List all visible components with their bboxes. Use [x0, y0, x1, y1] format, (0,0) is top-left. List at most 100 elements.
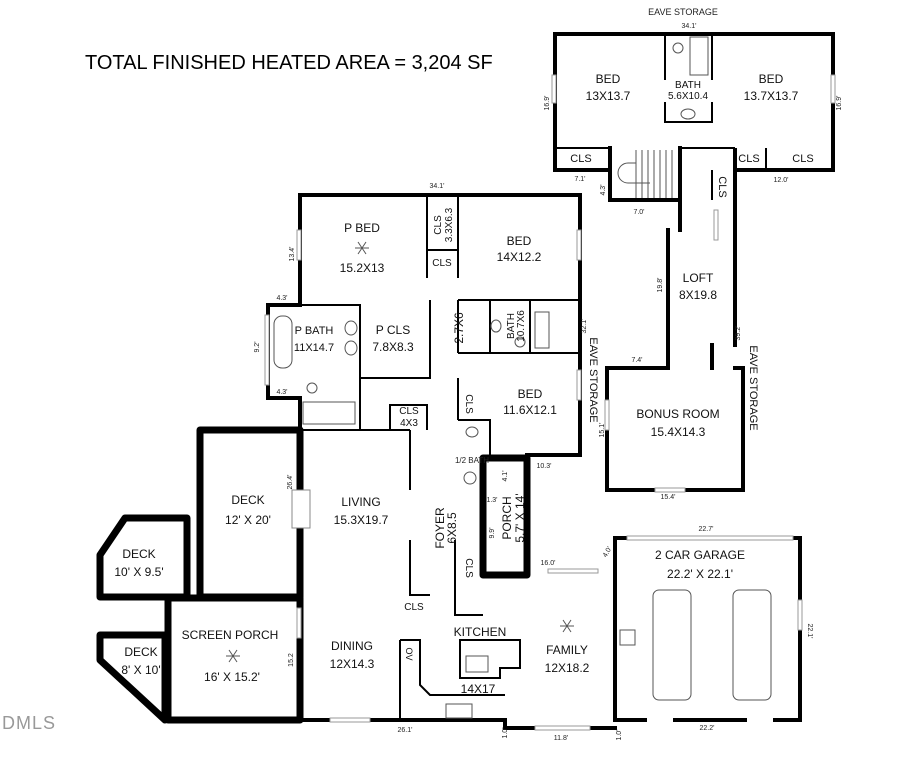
- room-dims: 10.7X6: [516, 310, 527, 342]
- room-name: P BATH: [295, 325, 334, 337]
- eave-storage-label: EAVE STORAGE: [587, 337, 599, 422]
- window: [713, 209, 719, 241]
- window: [551, 74, 557, 104]
- room-name: DINING: [331, 639, 373, 653]
- closet-label: CLS: [404, 602, 424, 613]
- dimension-label: 32.1': [581, 319, 588, 334]
- window: [604, 399, 610, 431]
- watermark: DMLS: [2, 713, 56, 733]
- dimension-label: 16.9': [836, 96, 843, 111]
- room-name: KITCHEN: [454, 625, 507, 639]
- room-name: 2 CAR GARAGE: [655, 548, 745, 562]
- dimension-label: 1.3': [486, 497, 497, 504]
- closet-dims: 3.3X6.3: [444, 207, 455, 242]
- shower: [302, 401, 356, 425]
- cooktop: [465, 655, 489, 673]
- dimension-label: 9.2': [254, 341, 261, 352]
- window: [654, 487, 686, 493]
- toilet: [672, 42, 684, 54]
- ceiling-fan-icon: [354, 241, 370, 255]
- room-name: LIVING: [341, 495, 380, 509]
- dimension-label: 4.3': [600, 184, 607, 195]
- room-dims: 11.6X12.1: [503, 403, 557, 417]
- dimension-label: 11.8': [554, 735, 568, 742]
- window: [576, 369, 582, 401]
- sink: [465, 426, 479, 438]
- room-name: FAMILY: [546, 643, 588, 657]
- dimension-label: 34.1': [682, 23, 697, 30]
- kitchen-sink: [445, 703, 473, 719]
- dimension-label: 15.4': [661, 494, 676, 501]
- dimension-label: 22.2': [700, 725, 715, 732]
- window: [797, 599, 803, 631]
- bathtub: [689, 36, 709, 76]
- sink: [680, 108, 696, 120]
- toilet: [306, 382, 318, 394]
- room-name: FOYER: [433, 507, 447, 549]
- dimension-label: 15.1': [599, 423, 606, 438]
- dimension-label: 13.4': [289, 247, 296, 262]
- dimension-label: 7.4': [631, 357, 642, 364]
- main-floor: 34.1' P BED 15.2X13 CLS 3.3X6.3 CLS BED …: [96, 183, 813, 742]
- room-name: BED: [596, 72, 621, 86]
- closet-label: CLS: [463, 558, 474, 578]
- room-dims: 15.2X13: [340, 261, 385, 275]
- toilet: [514, 336, 526, 348]
- room-name: LOFT: [683, 271, 714, 285]
- closet-label: CLS: [792, 153, 813, 165]
- front-porch: [479, 454, 531, 579]
- dimension-label: 39.2': [735, 326, 742, 341]
- room-dims: 5.7' X 14': [513, 493, 527, 542]
- room-name: DECK: [231, 493, 264, 507]
- dimension-label: 19.8': [657, 278, 664, 293]
- room-dims: 16' X 15.2': [204, 670, 260, 684]
- room-name: BONUS ROOM: [636, 407, 719, 421]
- room-name: BED: [518, 387, 543, 401]
- staircase: [617, 150, 673, 198]
- dimension-label: 4.3': [276, 389, 287, 396]
- room-name: DECK: [124, 645, 157, 659]
- fireplace: [291, 489, 311, 529]
- ceiling-fan-icon: [559, 619, 575, 633]
- room-name: SCREEN PORCH: [182, 628, 279, 642]
- dimension-label: 16.9': [544, 96, 551, 111]
- window: [576, 229, 582, 261]
- dimension-label: 7.0': [633, 209, 644, 216]
- room-name: PORCH: [500, 496, 514, 539]
- dimension-label: 22.1': [806, 624, 813, 639]
- ceiling-fan-icon: [225, 649, 241, 663]
- room-name: P CLS: [376, 323, 410, 337]
- room-dims: 13X13.7: [586, 89, 631, 103]
- window: [830, 74, 836, 104]
- car-icon: [732, 589, 772, 701]
- dimension-label: 16.0': [541, 560, 556, 567]
- garage-window: [626, 535, 794, 541]
- closet-label: CLS: [738, 153, 759, 165]
- window: [329, 717, 371, 723]
- toilet: [463, 471, 477, 485]
- room-dims: 6X8.5: [445, 512, 459, 544]
- dimension-label: 15.2: [288, 653, 295, 667]
- bathtub: [273, 315, 293, 369]
- dimension-label: 4.3': [276, 295, 287, 302]
- window: [296, 607, 302, 639]
- utility-sink: [619, 629, 636, 646]
- closet-label: CLS: [433, 215, 444, 235]
- room-dims: 5.6X10.4: [668, 91, 708, 102]
- screen-porch: [164, 594, 304, 724]
- room-dims: 10' X 9.5': [114, 565, 163, 579]
- dimension-label: 26.4': [287, 475, 294, 490]
- bathtub: [534, 311, 550, 349]
- room-name: DECK: [122, 547, 155, 561]
- eave-storage-label: EAVE STORAGE: [648, 7, 718, 17]
- room-dims: 11X14.7: [294, 342, 334, 354]
- room-dims: 8' X 10': [121, 663, 160, 677]
- room-dims: 13.7X13.7: [744, 89, 799, 103]
- dimension-label: 22.7': [699, 526, 714, 533]
- room-dims: 12X18.2: [545, 661, 590, 675]
- total-area-title: TOTAL FINISHED HEATED AREA = 3,204 SF: [85, 52, 493, 74]
- dimension-label: 10.3': [537, 463, 552, 470]
- room-dims: 7.8X8.3: [372, 340, 414, 354]
- dimension-label: 4.1': [502, 470, 509, 481]
- room-dims: 14X12.2: [497, 250, 542, 264]
